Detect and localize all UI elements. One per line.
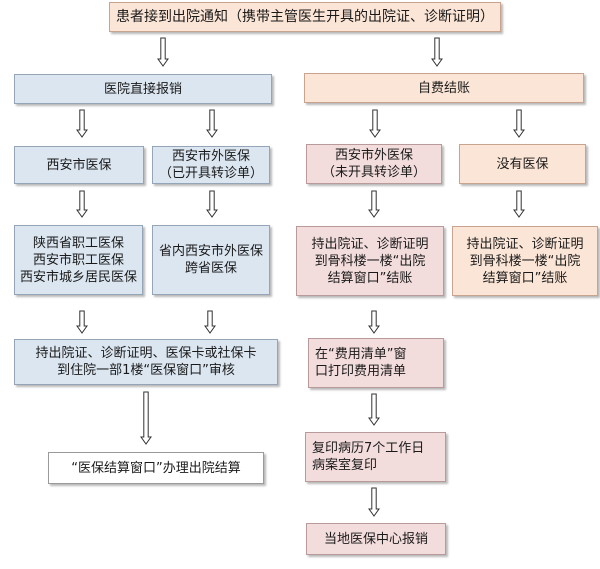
self-pay-box: 自费结账	[304, 73, 584, 103]
insurance-settlement-window-box: “医保结算窗口”办理出院结算	[48, 452, 264, 484]
outside-insurance-referral-box: 西安市外医保 （已开具转诊单）	[152, 146, 270, 184]
copy-medical-records-box: 复印病历7个工作日 病案室复印	[305, 432, 446, 482]
arrow-types-to-review	[76, 310, 88, 334]
arrow-noref-to-settle-a	[368, 190, 380, 218]
arrow-print-to-copy	[368, 393, 380, 426]
arrow-outside-to-province	[206, 190, 218, 218]
province-cross-insurance-box: 省内西安市外医保 跨省医保	[152, 225, 270, 295]
discharge-notice-box: 患者接到出院通知（携带主管医生开具的出院证、诊断证明）	[109, 2, 501, 32]
arrow-settle-to-print	[368, 310, 380, 334]
outside-insurance-no-referral-box: 西安市外医保 （未开具转诊单）	[306, 144, 442, 184]
print-bill-box: 在“费用清单”窗 口打印费用清单	[308, 338, 444, 388]
arrow-hospital-to-outside	[206, 109, 218, 138]
arrow-selfpay-to-outside-noref	[369, 109, 381, 138]
arrow-noins-to-settle-b	[513, 190, 525, 218]
insurance-window-review-box: 持出院证、诊断证明、医保卡或社保卡 到住院一部1楼“医保窗口”审核	[14, 339, 278, 385]
local-reimbursement-box: 当地医保中心报销	[306, 523, 446, 555]
arrow-selfpay-to-noins	[513, 109, 525, 138]
hospital-direct-reimbursement-box: 医院直接报销	[14, 74, 272, 104]
no-insurance-box: 没有医保	[459, 144, 586, 184]
insurance-types-box: 陕西省职工医保 西安市职工医保 西安市城乡居民医保	[14, 225, 143, 295]
arrow-hospital-to-xian	[76, 109, 88, 138]
settle-ortho-window-box-b: 持出院证、诊断证明 到骨科楼一楼“出院 结算窗口”结账	[452, 226, 598, 296]
arrow-top-to-selfpay	[431, 37, 443, 67]
arrow-xian-to-types	[76, 190, 88, 218]
arrow-review-to-final	[140, 391, 152, 445]
arrow-top-to-hospital	[157, 37, 169, 67]
settle-ortho-window-box-a: 持出院证、诊断证明 到骨科楼一楼“出院 结算窗口”结账	[296, 226, 444, 296]
arrow-province-to-review	[204, 310, 216, 334]
arrow-copy-to-local	[368, 487, 380, 517]
xian-insurance-box: 西安市医保	[14, 146, 144, 184]
